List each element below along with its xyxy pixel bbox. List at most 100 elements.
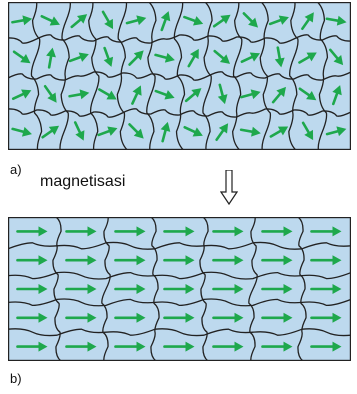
domain-boundary bbox=[297, 217, 307, 361]
magnetic-moment-arrow bbox=[213, 49, 231, 64]
domain-boundary bbox=[88, 2, 100, 150]
magnetic-moment-arrow bbox=[310, 255, 342, 266]
magnetic-moment-arrow bbox=[98, 88, 117, 100]
magnetic-moment-arrow bbox=[43, 85, 57, 103]
domain-boundary bbox=[8, 108, 351, 118]
magnetic-moment-arrow bbox=[239, 126, 261, 137]
magnetic-moment-arrow bbox=[114, 312, 146, 323]
magnetic-moment-arrow bbox=[261, 284, 293, 294]
domain-boundary bbox=[8, 271, 351, 280]
magnetic-moment-arrow bbox=[128, 50, 144, 66]
magnetic-moment-arrow bbox=[239, 89, 261, 100]
magnetic-moment-arrow bbox=[101, 10, 114, 30]
magnetic-moment-arrow bbox=[212, 255, 244, 266]
magnetic-moment-arrow bbox=[65, 312, 97, 323]
magnetic-moment-arrow bbox=[12, 50, 31, 64]
domain-boundary bbox=[30, 2, 43, 150]
domain-boundary bbox=[202, 2, 213, 150]
domain-boundary bbox=[8, 298, 351, 307]
magnetic-moment-arrow bbox=[310, 226, 342, 237]
magnetic-moment-arrow bbox=[16, 312, 48, 323]
domain-boundary bbox=[8, 328, 351, 337]
magnetic-moment-arrow bbox=[11, 15, 33, 26]
magnetic-moment-arrow bbox=[310, 312, 342, 323]
magnetic-moment-arrow bbox=[160, 121, 171, 143]
magnetic-moment-arrow bbox=[212, 226, 244, 237]
magnetic-moment-arrow bbox=[16, 341, 48, 352]
domain-boundary bbox=[8, 71, 351, 81]
magnetic-moment-arrow bbox=[325, 126, 347, 137]
panel-a-label: a) bbox=[10, 162, 22, 177]
magnetic-moment-arrow bbox=[65, 284, 97, 294]
magnetic-moment-arrow bbox=[114, 284, 146, 294]
magnetic-moment-arrow bbox=[40, 14, 60, 26]
magnetic-moment-arrow bbox=[128, 123, 144, 139]
magnetic-moment-arrow bbox=[114, 341, 146, 352]
magnetic-moment-arrow bbox=[212, 14, 231, 28]
magnetic-moment-arrow bbox=[331, 85, 342, 106]
magnetic-moment-arrow bbox=[268, 15, 289, 26]
magnetic-moment-arrow bbox=[11, 89, 32, 101]
magnetic-moment-arrow bbox=[298, 87, 317, 101]
magnetic-moment-arrow bbox=[328, 48, 344, 66]
magnetic-moment-arrow bbox=[11, 126, 32, 137]
panel-b-aligned-domains bbox=[8, 217, 351, 361]
magnetic-moment-arrow bbox=[325, 15, 347, 26]
magnetic-moment-arrow bbox=[183, 15, 204, 26]
magnetic-moment-arrow bbox=[301, 12, 314, 30]
domain-boundary bbox=[316, 2, 329, 150]
domain-boundary bbox=[150, 217, 160, 361]
magnetic-moment-arrow bbox=[187, 48, 199, 68]
domain-boundary bbox=[116, 2, 128, 150]
magnetic-moment-arrow bbox=[301, 121, 314, 141]
magnetic-moment-arrow bbox=[103, 46, 114, 67]
magnetic-moment-arrow bbox=[160, 11, 171, 32]
domain-boundary bbox=[232, 2, 243, 150]
domain-boundary bbox=[52, 217, 62, 361]
panel-b-label: b) bbox=[10, 371, 22, 386]
double-down-arrow-icon bbox=[220, 170, 238, 206]
magnetic-moment-arrow bbox=[46, 47, 56, 69]
panel-a-random-domains bbox=[8, 2, 351, 150]
magnetic-moment-arrow bbox=[16, 226, 48, 237]
magnetic-moment-arrow bbox=[73, 121, 85, 141]
domain-boundary bbox=[8, 241, 351, 250]
magnetic-moment-arrow bbox=[261, 341, 293, 352]
magnetic-moment-arrow bbox=[114, 255, 146, 266]
domain-boundary bbox=[259, 2, 272, 150]
magnetic-moment-arrow bbox=[215, 123, 229, 141]
domain-boundary bbox=[199, 217, 209, 361]
magnetic-moment-arrow bbox=[271, 86, 286, 104]
magnetic-moment-arrow bbox=[310, 284, 342, 294]
magnetic-moment-arrow bbox=[310, 341, 342, 352]
magnetic-moment-arrow bbox=[65, 255, 97, 266]
magnetic-moment-arrow bbox=[183, 125, 203, 137]
magnetic-moment-arrow bbox=[269, 126, 289, 138]
magnetization-label: magnetisasi bbox=[40, 173, 126, 190]
magnetic-moment-arrow bbox=[16, 284, 48, 294]
magnetic-moment-arrow bbox=[298, 52, 317, 64]
magnetic-moment-arrow bbox=[163, 341, 195, 352]
magnetic-moment-arrow bbox=[125, 15, 147, 26]
magnetic-moment-arrow bbox=[114, 226, 146, 237]
magnetic-moment-arrow bbox=[154, 89, 175, 100]
magnetic-moment-arrow bbox=[65, 226, 97, 237]
domain-boundary bbox=[8, 34, 351, 44]
domain-boundary bbox=[288, 2, 299, 150]
magnetic-moment-arrow bbox=[274, 46, 285, 68]
magnetic-moment-arrow bbox=[240, 52, 261, 64]
magnetic-moment-arrow bbox=[70, 14, 88, 29]
magnetic-moment-arrow bbox=[97, 126, 118, 137]
magnetic-moment-arrow bbox=[261, 312, 293, 323]
magnetic-moment-arrow bbox=[163, 226, 195, 237]
magnetic-moment-arrow bbox=[242, 12, 259, 28]
magnetic-moment-arrow bbox=[212, 284, 244, 294]
magnetic-moment-arrow bbox=[217, 83, 228, 105]
magnetic-moment-arrow bbox=[154, 52, 175, 63]
magnetic-moment-arrow bbox=[261, 255, 293, 266]
domain-boundary bbox=[146, 2, 157, 150]
magnetic-moment-arrow bbox=[16, 255, 48, 266]
magnetic-moment-arrow bbox=[261, 226, 293, 237]
magnetic-moment-arrow bbox=[212, 341, 244, 352]
magnetic-moment-arrow bbox=[184, 88, 202, 103]
